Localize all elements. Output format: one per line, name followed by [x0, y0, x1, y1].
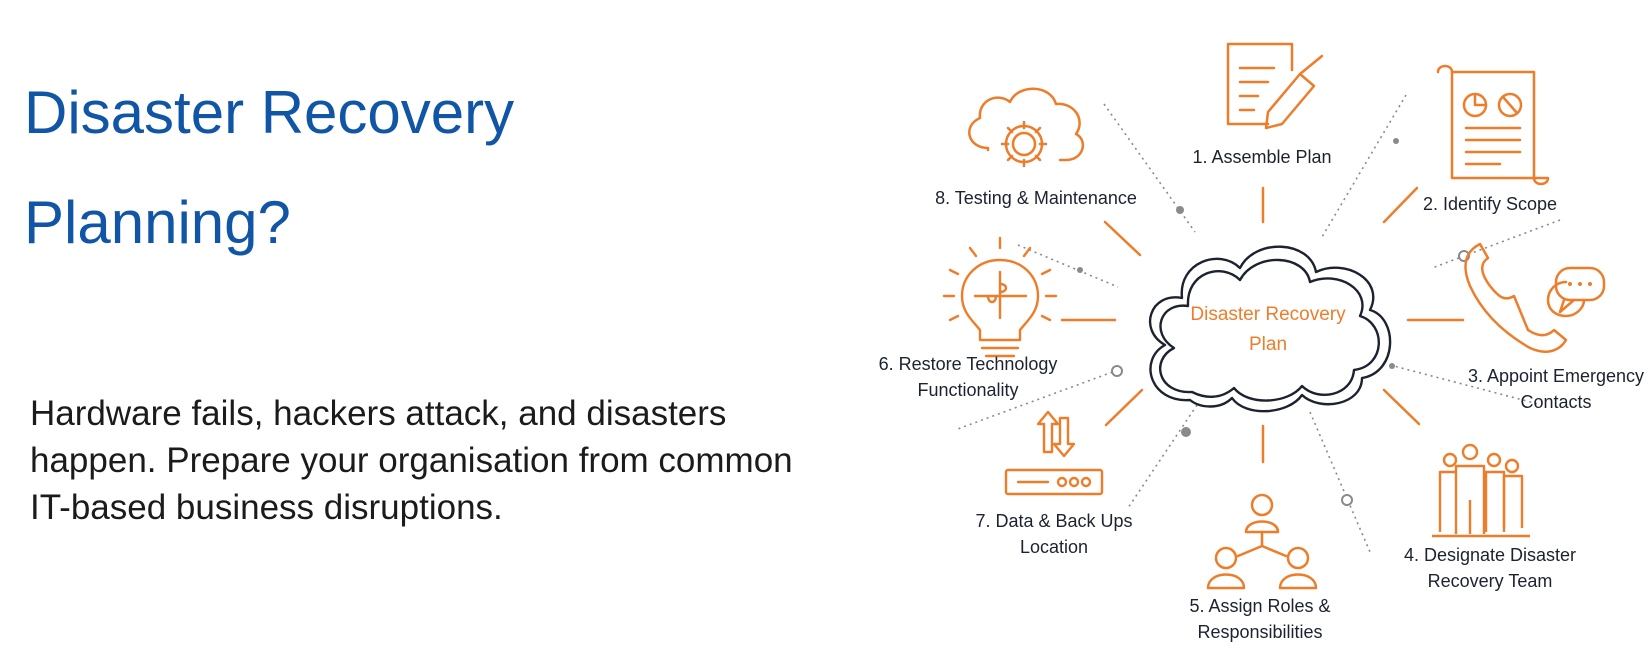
- description-text: Hardware fails, hackers attack, and disa…: [30, 390, 870, 531]
- center-cloud-icon: [1148, 245, 1392, 413]
- description-line-3: IT-based business disruptions.: [30, 488, 503, 527]
- description-line-2: happen. Prepare your organisation from c…: [30, 441, 793, 480]
- page-title-line-1: Disaster Recovery: [24, 79, 515, 146]
- dot-markers: [1077, 138, 1470, 506]
- org-hierarchy-icon: [1206, 493, 1318, 590]
- step-5-label-line-1: 5. Assign Roles &: [1189, 596, 1330, 616]
- center-label-line-1: Disaster Recovery: [1190, 304, 1346, 325]
- dot-marker: [1111, 365, 1123, 377]
- step-6-label-line-2: Functionality: [917, 380, 1018, 400]
- dotted-line-4: [1389, 364, 1543, 406]
- step-6-label-line-1: 6. Restore Technology: [879, 354, 1058, 374]
- dotted-line-3: [1431, 219, 1561, 269]
- dotted-line-2: [1321, 94, 1407, 238]
- step-3-label-line-2: Contacts: [1520, 392, 1591, 412]
- page-title: Disaster Recovery Planning?: [24, 58, 514, 278]
- dotted-line-7: [954, 369, 1119, 431]
- lightbulb-puzzle-icon: [942, 236, 1058, 358]
- team-group-icon: [1432, 443, 1530, 538]
- document-pen-icon: [1226, 42, 1324, 130]
- dot-marker: [1341, 494, 1353, 506]
- step-2-label: 2. Identify Scope: [1423, 194, 1557, 214]
- dot-marker: [1393, 138, 1399, 144]
- dot-marker: [1389, 363, 1395, 369]
- step-5-label-line-2: Responsibilities: [1197, 622, 1322, 642]
- chat-dots: [1568, 282, 1592, 286]
- step-4-label-line-2: Recovery Team: [1428, 571, 1553, 591]
- dot-marker: [1077, 267, 1083, 273]
- connector-ticks: [1060, 186, 1465, 464]
- tick-bottom-right: [1382, 388, 1421, 426]
- phone-chat-icon: [1464, 242, 1606, 353]
- dotted-connectors: [954, 94, 1561, 553]
- step-8-label: 8. Testing & Maintenance: [935, 188, 1137, 208]
- tick-top-left: [1103, 220, 1142, 257]
- dot-marker: [1181, 427, 1191, 437]
- step-1-label: 1. Assemble Plan: [1192, 147, 1331, 167]
- report-scroll-icon: [1436, 64, 1550, 186]
- dotted-line-8: [1017, 244, 1119, 288]
- step-7-label-line-2: Location: [1020, 537, 1088, 557]
- dot-marker: [1176, 206, 1184, 214]
- step-7-label-line-1: 7. Data & Back Ups: [975, 511, 1132, 531]
- tick-bottom-left: [1104, 388, 1144, 427]
- center-label-line-2: Plan: [1249, 334, 1287, 355]
- cloud-gear-icon: [968, 87, 1085, 168]
- step-3-label-line-1: 3. Appoint Emergency: [1468, 366, 1644, 386]
- tick-top-right: [1382, 186, 1419, 224]
- dotted-line-1: [1103, 103, 1196, 233]
- dotted-line-5: [1309, 411, 1371, 553]
- dotted-line-6: [1127, 404, 1198, 509]
- description-line-1: Hardware fails, hackers attack, and disa…: [30, 394, 727, 433]
- server-transfer-icon: [1004, 410, 1104, 496]
- step-4-label-line-1: 4. Designate Disaster: [1404, 545, 1576, 565]
- page-title-line-2: Planning?: [24, 189, 291, 256]
